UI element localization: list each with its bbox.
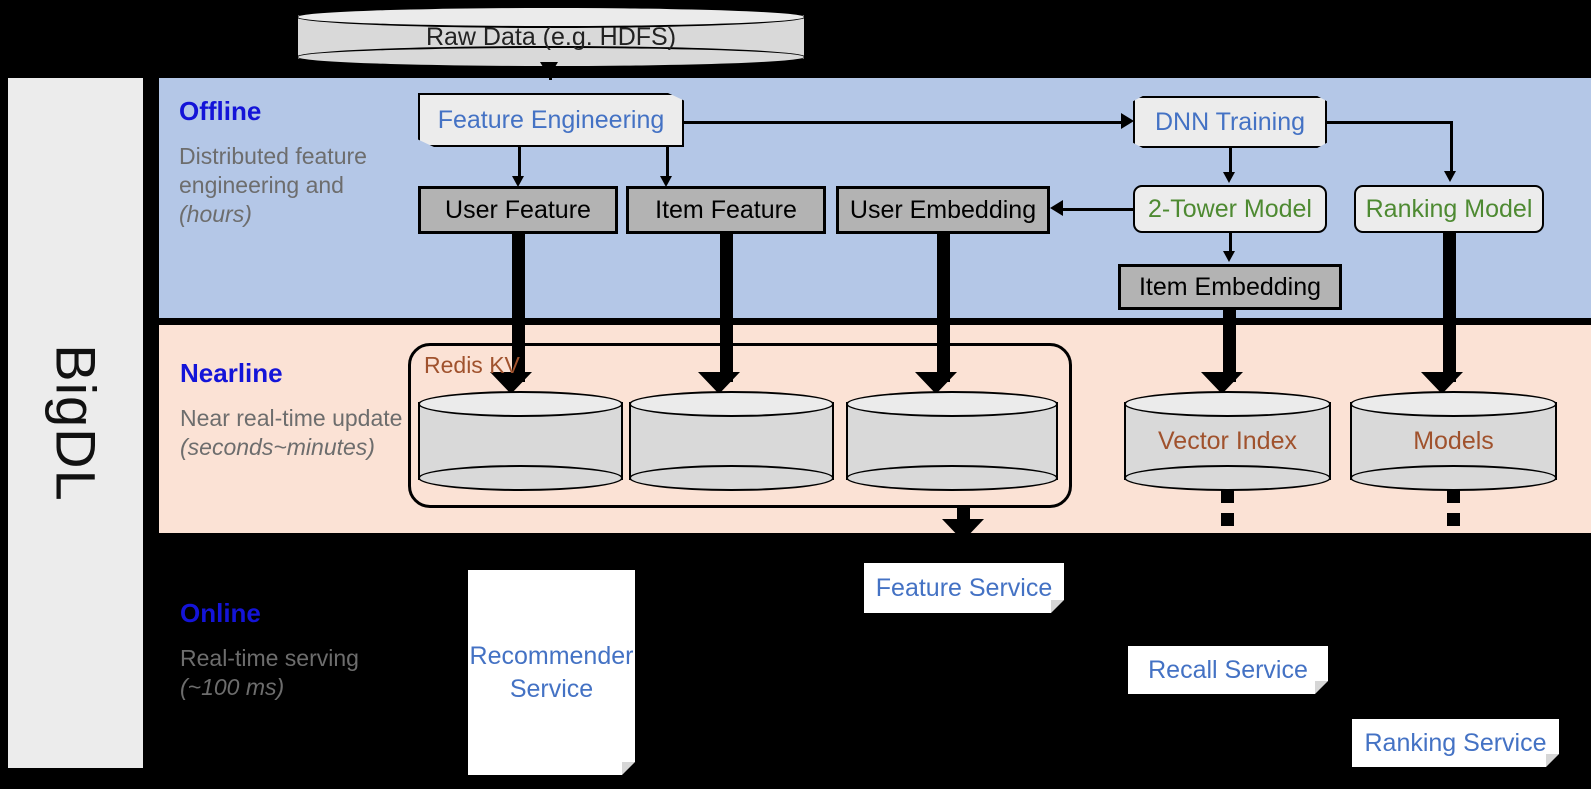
raw-data-cylinder: Raw Data (e.g. HDFS) <box>296 6 806 68</box>
connector-fe-itemfeature <box>666 147 669 180</box>
vector-index-cylinder[interactable]: Vector Index <box>1124 391 1331 491</box>
node-user-embedding-label: User Embedding <box>849 195 1037 224</box>
offline-subtitle-emphasis: (hours) <box>179 201 252 228</box>
store-item-feature-cylinder[interactable] <box>629 391 834 491</box>
arrowhead-userembedding-store <box>915 372 957 394</box>
connector-twotower-itemembedding <box>1229 233 1232 253</box>
online-subtitle-text: Real-time serving <box>180 645 359 671</box>
connector-stub-ranking-1 <box>1447 490 1460 503</box>
nearline-subtitle-text: Near real-time update <box>180 405 403 431</box>
node-item-embedding-label: Item Embedding <box>1138 272 1322 301</box>
node-item-feature-label: Item Feature <box>655 195 797 224</box>
cylinder-top <box>1124 391 1331 417</box>
arrowhead-dnn-twotower <box>1223 172 1235 183</box>
service-ranking-label: Ranking Service <box>1364 728 1547 757</box>
connector-stub-recall-2 <box>1221 513 1234 526</box>
pipe-rankingmodel-models <box>1443 233 1456 382</box>
arrowhead-twotower-itemembedding <box>1223 251 1235 262</box>
node-two-tower-model[interactable]: 2-Tower Model <box>1133 185 1327 233</box>
node-item-feature[interactable]: Item Feature <box>626 186 826 234</box>
cylinder-top <box>629 391 834 417</box>
connector-stub-recall-1 <box>1221 490 1234 503</box>
arrowhead-rankingmodel-models <box>1421 372 1463 394</box>
connector-stub-featureservice <box>957 506 970 519</box>
offline-subtitle-text: Distributed feature engineering and <box>179 143 367 199</box>
online-band-subtitle: Real-time serving (~100 ms) <box>180 644 390 702</box>
offline-band-subtitle: Distributed feature engineering and (hou… <box>179 142 384 230</box>
store-user-feature-label <box>418 391 623 491</box>
arrowhead-fe-itemfeature <box>660 176 672 187</box>
offline-band-title: Offline <box>179 96 262 126</box>
models-label: Models <box>1413 426 1494 455</box>
node-feature-engineering-label: Feature Engineering <box>437 105 665 134</box>
cylinder-top <box>418 391 623 417</box>
arrowhead-dnn-ranking <box>1444 171 1456 182</box>
online-subtitle-emphasis: (~100 ms) <box>180 674 285 701</box>
service-recommender[interactable]: Recommender Service <box>468 570 635 775</box>
node-user-feature[interactable]: User Feature <box>418 186 618 234</box>
raw-data-label: Raw Data (e.g. HDFS) <box>425 22 677 51</box>
arrowhead-userfeature-store <box>490 372 532 394</box>
redis-kv-label: Redis KV <box>424 352 520 378</box>
cylinder-bottom <box>418 465 623 491</box>
nearline-band-subtitle: Near real-time update (seconds~minutes) <box>180 404 412 462</box>
arrowhead-fe-dnn <box>1121 113 1134 129</box>
page-fold-icon <box>622 762 635 775</box>
service-recall[interactable]: Recall Service <box>1128 646 1328 694</box>
node-user-embedding[interactable]: User Embedding <box>836 186 1050 234</box>
vector-index-label: Vector Index <box>1158 426 1297 455</box>
arrowhead-rawdata-fe <box>540 62 558 77</box>
bigdl-rail: BigDL <box>8 78 143 768</box>
connector-dnn-ranking-h <box>1327 121 1452 124</box>
store-item-feature-label <box>629 391 834 491</box>
page-fold-icon <box>1546 754 1559 767</box>
connector-fe-userfeature <box>518 147 521 180</box>
node-ranking-model-label: Ranking Model <box>1365 194 1533 223</box>
nearline-band-title: Nearline <box>180 358 283 388</box>
arrowhead-itemfeature-store <box>698 372 740 394</box>
service-recommender-label: Recommender Service <box>469 642 634 703</box>
cylinder-top <box>846 391 1058 417</box>
connector-dnn-twotower <box>1229 148 1232 174</box>
service-ranking[interactable]: Ranking Service <box>1352 719 1559 767</box>
page-fold-icon <box>1315 681 1328 694</box>
node-dnn-training-label: DNN Training <box>1154 107 1306 136</box>
node-dnn-training[interactable]: DNN Training <box>1133 96 1327 148</box>
models-cylinder[interactable]: Models <box>1350 391 1557 491</box>
node-two-tower-model-label: 2-Tower Model <box>1148 194 1312 223</box>
cylinder-top <box>296 6 806 28</box>
connector-stub-ranking-2 <box>1447 513 1460 526</box>
node-ranking-model[interactable]: Ranking Model <box>1354 185 1544 233</box>
cylinder-top <box>1350 391 1557 417</box>
pipe-itemembedding-vectorindex <box>1223 310 1236 382</box>
bigdl-label: BigDL <box>44 344 107 502</box>
store-user-embedding-cylinder[interactable] <box>846 391 1058 491</box>
service-recall-label: Recall Service <box>1148 655 1308 684</box>
node-item-embedding[interactable]: Item Embedding <box>1118 264 1342 310</box>
store-user-feature-cylinder[interactable] <box>418 391 623 491</box>
connector-twotower-userembedding <box>1063 208 1135 211</box>
store-user-embedding-label <box>846 391 1058 491</box>
arrowhead-fe-userfeature <box>512 176 524 187</box>
node-feature-engineering[interactable]: Feature Engineering <box>418 93 684 147</box>
page-fold-icon <box>1051 600 1064 613</box>
connector-fe-dnn <box>684 121 1124 124</box>
arrowhead-twotower-userembedding <box>1050 200 1063 216</box>
online-band-title: Online <box>180 598 261 628</box>
cylinder-bottom <box>629 465 834 491</box>
service-feature-label: Feature Service <box>875 573 1053 602</box>
service-feature[interactable]: Feature Service <box>864 563 1064 613</box>
connector-dnn-ranking-v <box>1450 121 1453 173</box>
nearline-subtitle-emphasis: (seconds~minutes) <box>180 434 375 461</box>
arrowhead-featureservice <box>942 519 984 541</box>
cylinder-bottom <box>846 465 1058 491</box>
node-user-feature-label: User Feature <box>445 195 591 224</box>
redis-kv-container <box>408 343 1072 508</box>
arrowhead-itemembedding-vectorindex <box>1201 372 1243 394</box>
